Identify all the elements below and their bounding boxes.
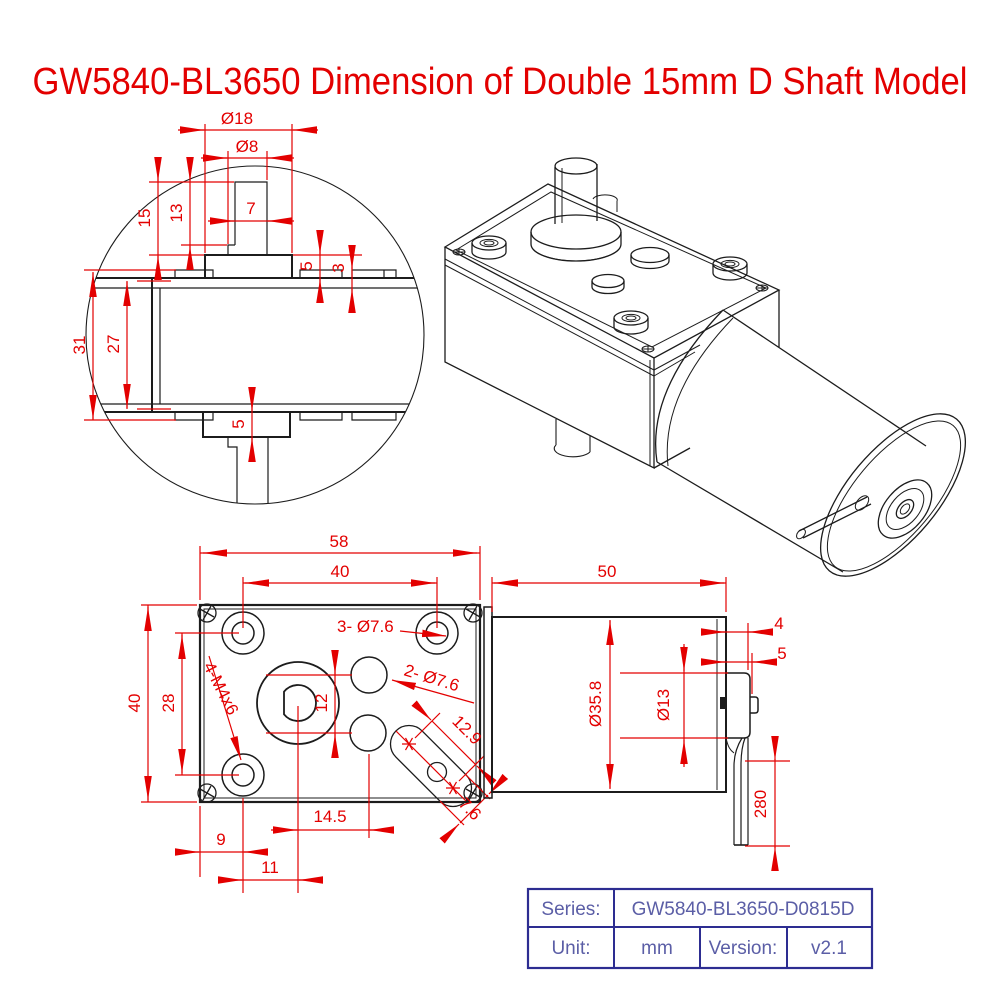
table-series-label: Series: bbox=[541, 899, 600, 920]
label-mount-holes: 3- Ø7.6 bbox=[337, 617, 394, 636]
dim-flat-len: 13 bbox=[167, 204, 186, 223]
motor-rear-pin bbox=[796, 495, 872, 540]
isometric-view bbox=[443, 157, 967, 577]
dim-width-58: 58 bbox=[330, 532, 349, 551]
dim-body-height: 27 bbox=[104, 335, 123, 354]
rear-shaft-stub bbox=[750, 696, 759, 714]
dim-hole-to-center: 11 bbox=[261, 858, 279, 877]
label-thru-holes: 2- Ø7.6 bbox=[402, 661, 462, 696]
spec-table: Series: GW5840-BL3650-D0815D Unit: mm Ve… bbox=[526, 887, 874, 970]
dim-shaft-dia: Ø8 bbox=[236, 137, 259, 156]
detail-view: Ø18 Ø8 7 15 13 5 3 31 27 5 bbox=[70, 109, 425, 505]
detail-circle-border bbox=[85, 165, 425, 505]
dim-edge-to-hole: 9 bbox=[216, 830, 225, 849]
hex-socket-bosses bbox=[471, 235, 748, 335]
rear-boss bbox=[726, 672, 751, 739]
gearbox-plate bbox=[483, 606, 493, 799]
motor-end-bearing bbox=[877, 479, 933, 539]
dim-boss-len: 4 bbox=[774, 614, 783, 633]
drawing-title: GW5840-BL3650 Dimension of Double 15mm D… bbox=[33, 61, 968, 103]
corner-slot bbox=[389, 724, 473, 808]
dim-stub-len: 5 bbox=[777, 644, 786, 663]
iso-corner-screws bbox=[452, 248, 769, 353]
table-version-label: Version: bbox=[709, 938, 778, 959]
dim-flat-width: 7 bbox=[246, 199, 255, 218]
dim-shaft-len: 15 bbox=[135, 209, 154, 228]
dim-center-to-holes: 14.5 bbox=[313, 807, 346, 826]
table-version-value: v2.1 bbox=[811, 938, 847, 959]
label-tapped-holes: 4-M4x6 bbox=[200, 659, 243, 718]
dim-plate-thk: 3 bbox=[329, 263, 348, 272]
dim-bottom-boss-height: 5 bbox=[229, 419, 248, 428]
front-dimension-lines bbox=[141, 546, 509, 893]
dim-motor-length: 50 bbox=[598, 562, 617, 581]
wire bbox=[725, 737, 749, 846]
dim-hole-span-y: 28 bbox=[159, 694, 178, 713]
dim-hole-offset-y: 12 bbox=[312, 694, 331, 713]
connector-tab bbox=[720, 697, 727, 709]
side-view: 50 Ø35.8 Ø13 4 5 280 bbox=[483, 562, 790, 871]
side-dimension-lines bbox=[491, 577, 790, 871]
front-view: 58 40 40 28 12 14.5 9 11 3- Ø7.6 4-M4x6 … bbox=[125, 532, 509, 893]
table-series-value: GW5840-BL3650-D0815D bbox=[632, 899, 855, 920]
detail-dimension-lines bbox=[84, 124, 362, 462]
dim-total-height: 31 bbox=[70, 336, 89, 355]
dim-height-40: 40 bbox=[125, 694, 144, 713]
table-unit-label: Unit: bbox=[551, 938, 590, 959]
corner-screws bbox=[197, 603, 483, 803]
dim-boss-dia: Ø13 bbox=[654, 689, 673, 721]
dim-boss-dia: Ø18 bbox=[221, 109, 253, 128]
dim-boss-height: 5 bbox=[297, 261, 316, 270]
dim-motor-dia: Ø35.8 bbox=[586, 681, 605, 727]
dim-hole-span-x: 40 bbox=[331, 562, 350, 581]
dim-wire-length: 280 bbox=[751, 790, 770, 818]
motor-body bbox=[491, 616, 727, 793]
table-unit-value: mm bbox=[641, 938, 673, 959]
